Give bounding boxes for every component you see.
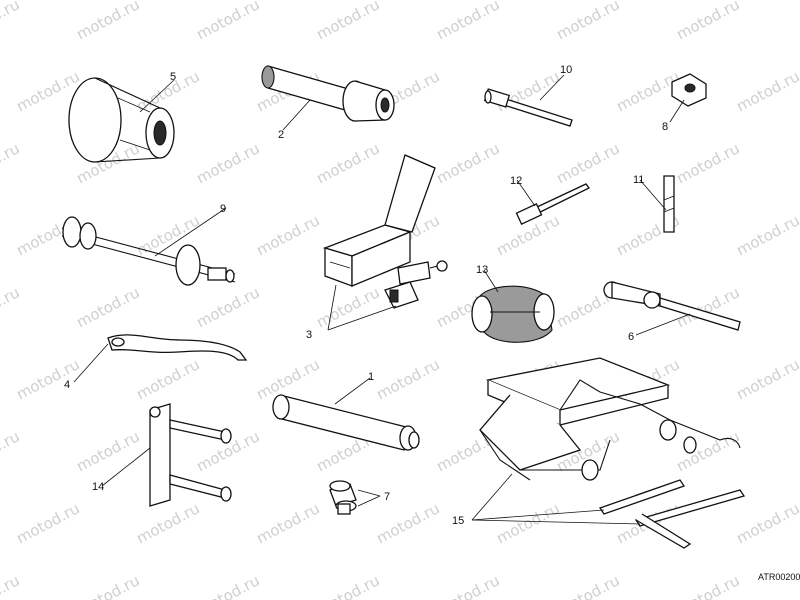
callout-15: 15 bbox=[452, 515, 464, 527]
callout-5: 5 bbox=[170, 71, 176, 83]
tool-3-toolbox bbox=[322, 154, 436, 287]
callout-6: 6 bbox=[628, 331, 634, 343]
callout-labels: 5 2 10 8 9 11 12 13 3 6 4 1 7 14 15 bbox=[64, 64, 668, 527]
tool-15-stand-assembly bbox=[479, 357, 746, 549]
tool-14-bracket bbox=[149, 403, 232, 507]
callout-7: 7 bbox=[384, 491, 390, 503]
tool-6-threaded-bolt bbox=[603, 281, 741, 331]
tool-7-adapter bbox=[329, 480, 357, 515]
tool-5-bell-puller bbox=[68, 77, 175, 163]
tool-11-rod bbox=[663, 175, 675, 233]
callout-10: 10 bbox=[560, 64, 572, 76]
tool-2-shaft-sleeve bbox=[261, 65, 395, 122]
callout-9: 9 bbox=[220, 203, 226, 215]
callout-4: 4 bbox=[64, 379, 70, 391]
callout-13: 13 bbox=[476, 264, 488, 276]
tool-4-hook-spanner bbox=[107, 334, 248, 361]
tool-12-drift bbox=[515, 183, 590, 225]
callout-11: 11 bbox=[633, 174, 644, 186]
callout-1: 1 bbox=[368, 371, 374, 383]
tool-13-slotted-sleeve bbox=[471, 285, 555, 343]
callout-12: 12 bbox=[510, 175, 522, 187]
tool-9-bolt-puller bbox=[61, 216, 236, 286]
tool-3-extractor bbox=[384, 260, 448, 309]
tool-1-long-tube bbox=[272, 394, 420, 451]
callout-2: 2 bbox=[278, 129, 284, 141]
leader-lines bbox=[73, 74, 691, 525]
callout-8: 8 bbox=[662, 121, 668, 133]
tool-8-nut bbox=[671, 73, 707, 107]
callout-14: 14 bbox=[92, 481, 104, 493]
callout-3: 3 bbox=[306, 329, 312, 341]
tool-10-pin bbox=[483, 88, 573, 127]
drawing-code: ATR00200 bbox=[758, 572, 800, 582]
